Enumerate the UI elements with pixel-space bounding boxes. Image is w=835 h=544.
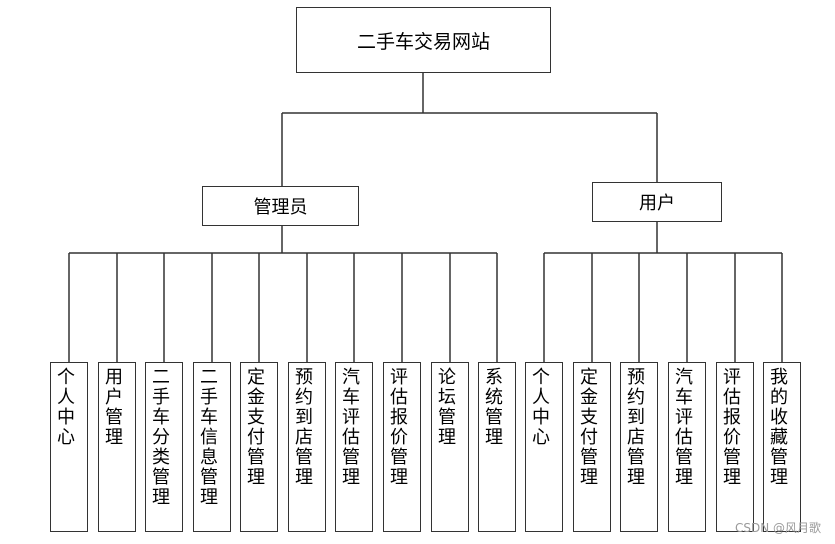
admin-leaf-node: 汽车评估管理: [335, 362, 373, 532]
admin-leaf-node: 预约到店管理: [288, 362, 326, 532]
watermark: CSDN @风月歌: [734, 521, 821, 535]
admin-leaf-node: 个人中心: [50, 362, 88, 532]
user-leaf-node: 预约到店管理: [620, 362, 658, 532]
user-leaf-label: 定金支付管理: [577, 367, 598, 487]
user-leaf-node: 评估报价管理: [716, 362, 754, 532]
admin-node: 管理员: [202, 186, 359, 226]
admin-leaf-label: 汽车评估管理: [339, 367, 360, 487]
admin-leaf-node: 评估报价管理: [383, 362, 421, 532]
admin-leaf-label: 二手车分类管理: [149, 367, 170, 507]
user-leaf-label: 评估报价管理: [720, 367, 741, 487]
user-leaf-label: 我的收藏管理: [767, 367, 788, 487]
user-leaf-label: 个人中心: [529, 367, 550, 447]
admin-leaf-node: 系统管理: [478, 362, 516, 532]
admin-leaf-node: 定金支付管理: [240, 362, 278, 532]
admin-leaf-label: 论坛管理: [435, 367, 456, 447]
admin-leaf-label: 二手车信息管理: [197, 367, 218, 507]
admin-leaf-label: 预约到店管理: [292, 367, 313, 487]
admin-leaf-label: 定金支付管理: [244, 367, 265, 487]
root-node: 二手车交易网站: [296, 7, 551, 73]
user-leaf-label: 汽车评估管理: [672, 367, 693, 487]
user-leaf-label: 预约到店管理: [624, 367, 645, 487]
admin-leaf-node: 论坛管理: [431, 362, 469, 532]
user-node: 用户: [592, 182, 722, 222]
user-leaf-node: 汽车评估管理: [668, 362, 706, 532]
admin-leaf-label: 用户管理: [102, 367, 123, 447]
admin-leaf-node: 二手车信息管理: [193, 362, 231, 532]
admin-leaf-label: 系统管理: [482, 367, 503, 447]
admin-label: 管理员: [253, 197, 308, 218]
user-leaf-node: 个人中心: [525, 362, 563, 532]
user-label: 用户: [639, 193, 675, 214]
user-leaf-node: 我的收藏管理: [763, 362, 801, 532]
user-leaf-node: 定金支付管理: [573, 362, 611, 532]
admin-leaf-label: 个人中心: [54, 367, 75, 447]
admin-leaf-label: 评估报价管理: [387, 367, 408, 487]
root-label: 二手车交易网站: [356, 30, 490, 53]
admin-leaf-node: 二手车分类管理: [145, 362, 183, 532]
admin-leaf-node: 用户管理: [98, 362, 136, 532]
